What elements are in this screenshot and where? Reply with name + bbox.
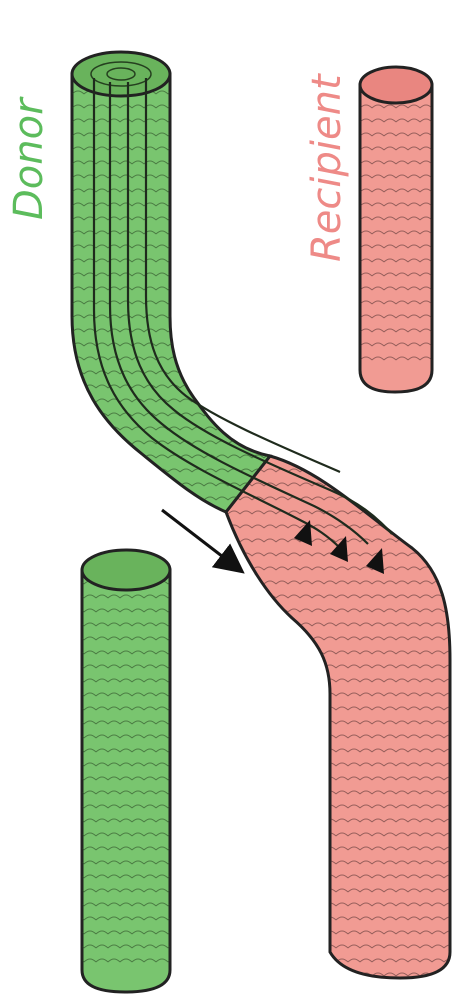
- recipient-label: Recipient: [304, 73, 350, 262]
- donor-bottom-cylinder: [82, 550, 170, 992]
- fused-tube-recipient-section: [226, 456, 450, 978]
- donor-label: Donor: [6, 96, 52, 220]
- fused-tube-donor-section: [72, 52, 270, 512]
- recipient-top-cylinder: [360, 67, 432, 392]
